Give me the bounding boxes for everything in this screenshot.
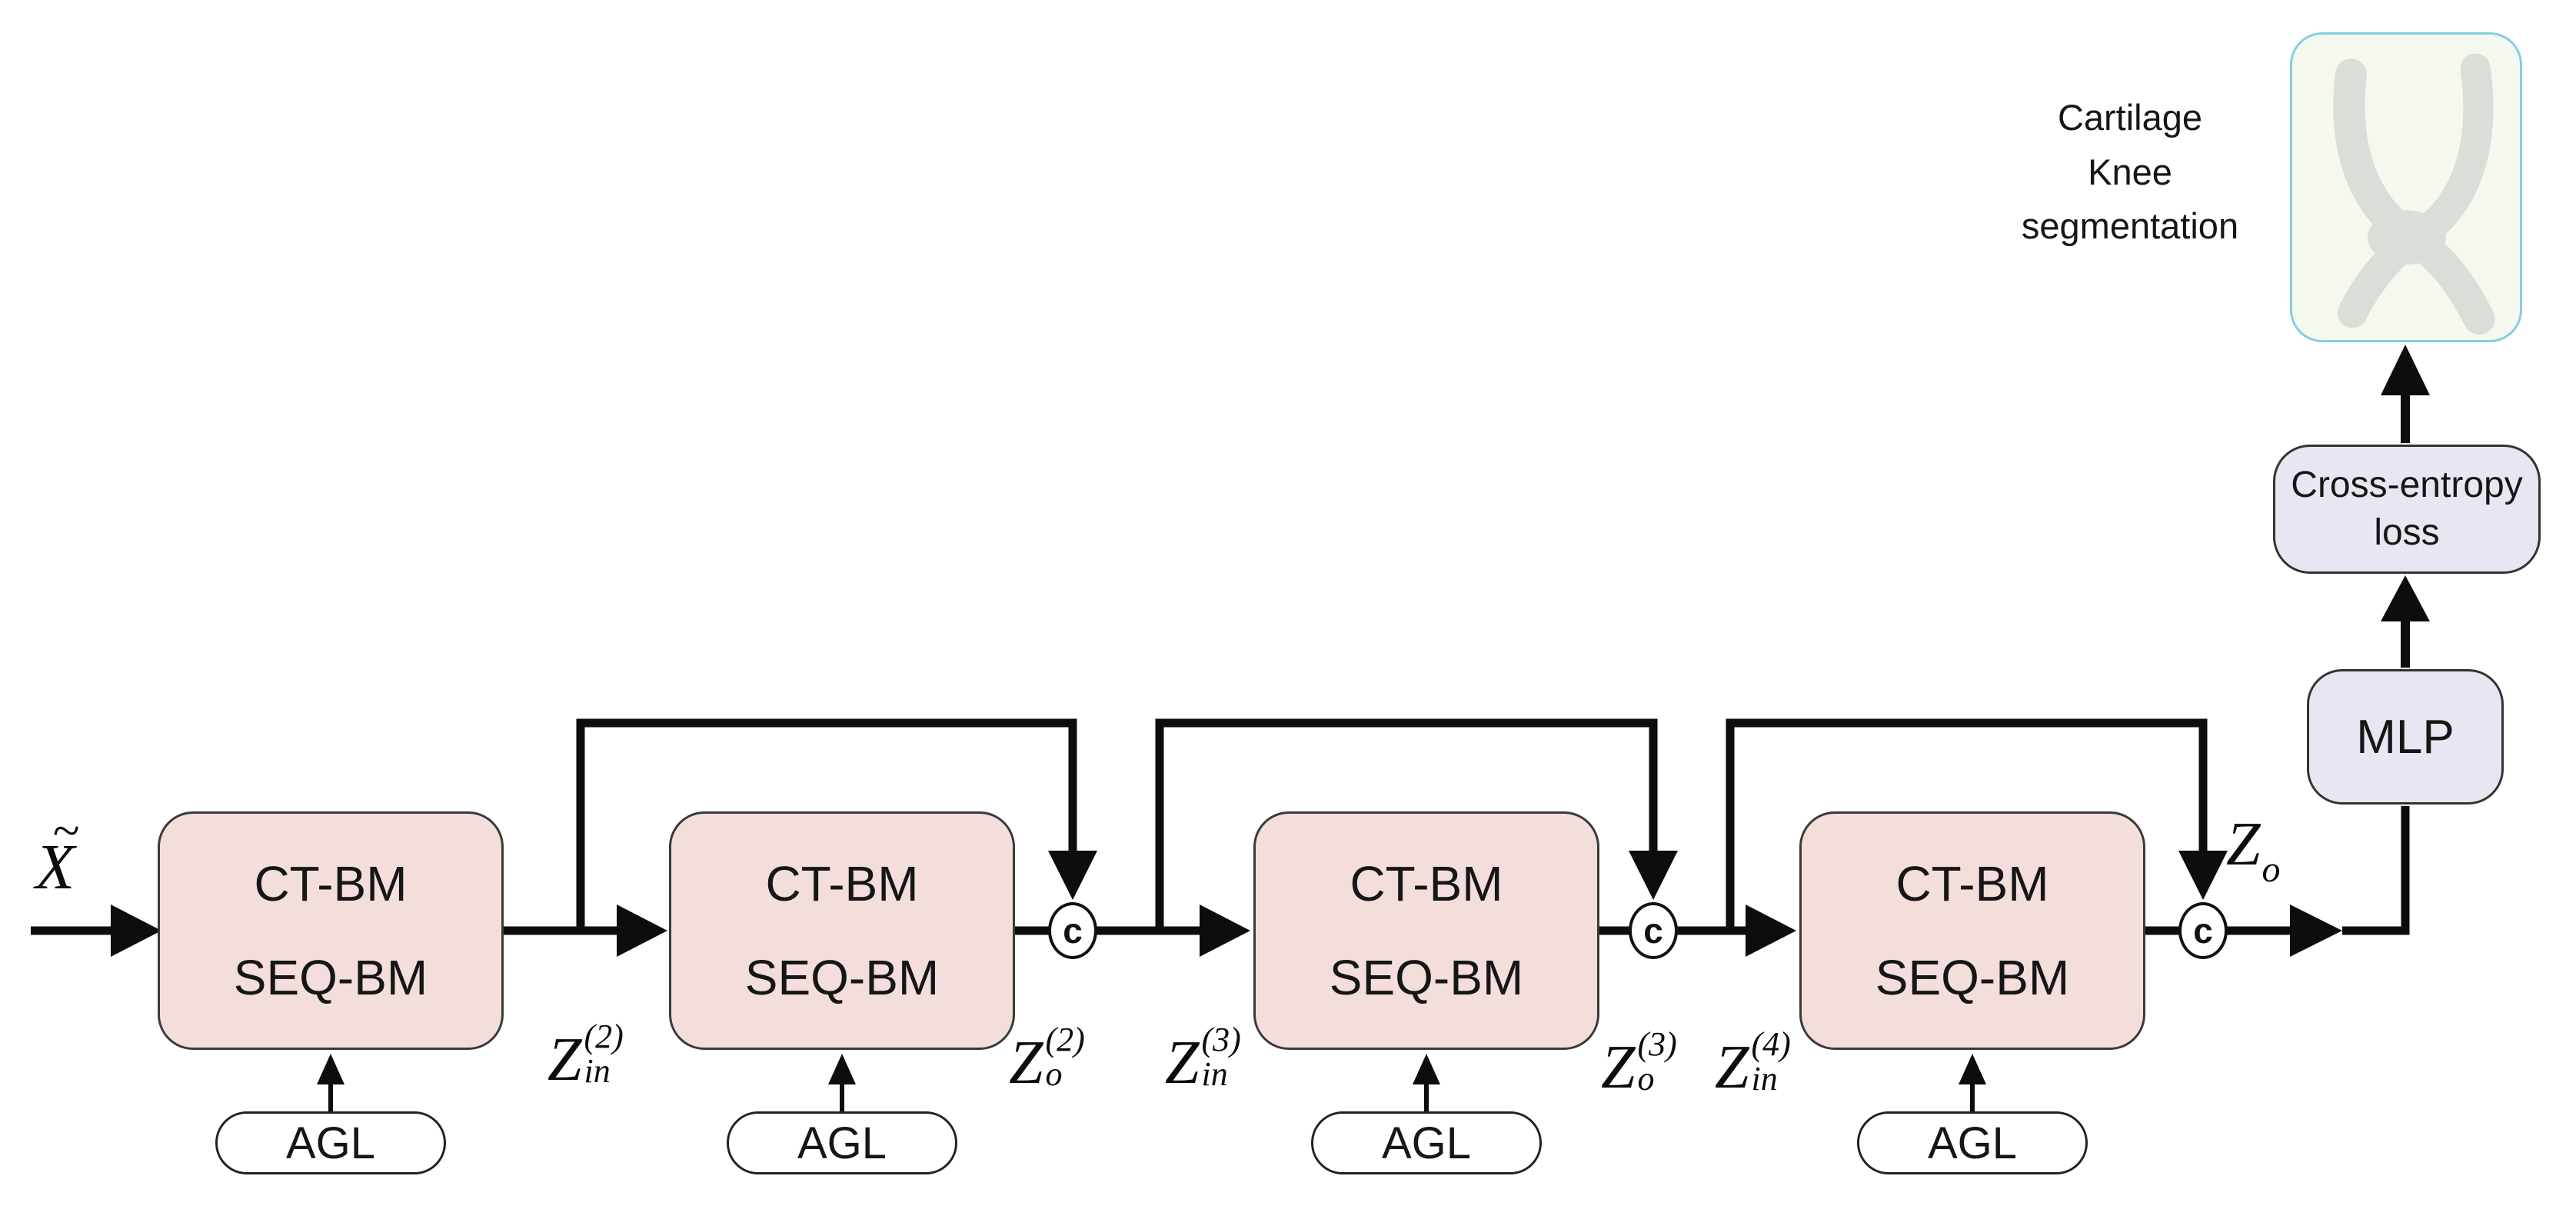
agl-label: AGL: [1381, 1118, 1472, 1168]
agl-module-4: AGL: [1857, 1111, 2088, 1174]
concat-node-2: c: [1629, 902, 1678, 959]
caption-line1: Cartilage: [2057, 97, 2203, 138]
math-base: Z: [1715, 1034, 1749, 1101]
label-z-in-4: Z(4)in: [1715, 1027, 1791, 1106]
segmentation-output-image: [2290, 32, 2522, 342]
skip-arrowhead-1: [1048, 851, 1097, 900]
skip-arrowhead-2: [1629, 851, 1678, 900]
output-line-b: [2342, 806, 2410, 935]
math-sub: o: [2261, 849, 2281, 890]
math-sub: o: [1637, 1059, 1655, 1098]
skip-arrowhead-3: [2178, 851, 2228, 900]
math-sup: (2): [584, 1018, 624, 1055]
math-sup: (3): [1637, 1025, 1677, 1063]
math-base: Z: [2226, 811, 2261, 878]
caption-line3: segmentation: [2021, 205, 2239, 246]
block-label-top: CT-BM: [254, 855, 408, 911]
block-label-top: CT-BM: [1895, 855, 2049, 911]
skip-connection-3: [1726, 718, 2208, 931]
flow-arrowhead-3: [1746, 904, 1796, 957]
ct-seq-block-1: CT-BM SEQ-BM: [158, 811, 504, 1050]
output-caption: Cartilage Knee segmentation: [1961, 91, 2299, 254]
concat-node-1: c: [1048, 902, 1097, 959]
loss-label-line2: loss: [2374, 512, 2440, 553]
concat-label: c: [1643, 911, 1663, 951]
label-z-o-2: Z(2)o: [1009, 1022, 1085, 1101]
flow-arrowhead-2: [1200, 904, 1250, 957]
label-z-o-3: Z(3)o: [1601, 1027, 1677, 1106]
agl-label: AGL: [285, 1118, 376, 1168]
agl-arrowhead-3: [1413, 1054, 1440, 1084]
label-z-o-final: Zo: [2226, 811, 2281, 890]
agl-module-3: AGL: [1311, 1111, 1542, 1174]
math-sub: in: [1751, 1059, 1778, 1098]
concat-label: c: [1063, 911, 1083, 951]
block-label-top: CT-BM: [765, 855, 919, 911]
math-sub: o: [1045, 1054, 1063, 1093]
math-base: Z: [1165, 1029, 1200, 1097]
mlp-to-loss-arrowhead: [2381, 575, 2430, 621]
mlp-module: MLP: [2307, 669, 2504, 805]
ct-seq-block-2: CT-BM SEQ-BM: [669, 811, 1015, 1050]
tilde-accent: ~: [52, 803, 79, 858]
loss-to-image-arrowhead: [2381, 345, 2430, 395]
knee-cartilage-shape: [2333, 53, 2495, 335]
cross-entropy-loss-module: Cross-entropy loss: [2273, 445, 2541, 574]
label-z-in-2: Z(2)in: [547, 1019, 624, 1098]
math-sub: in: [1201, 1054, 1228, 1093]
loss-label-line1: Cross-entropy: [2291, 464, 2523, 505]
math-base: X: [35, 831, 75, 903]
block-label-top: CT-BM: [1350, 855, 1503, 911]
math-base: Z: [1009, 1029, 1043, 1097]
concat-node-3: c: [2178, 902, 2228, 959]
flow-arrowhead-1: [617, 904, 667, 957]
output-arrowhead: [2290, 904, 2342, 957]
math-base: Z: [1601, 1034, 1636, 1101]
agl-arrowhead-2: [828, 1054, 856, 1084]
label-z-in-3: Z(3)in: [1165, 1022, 1241, 1101]
agl-label: AGL: [797, 1118, 887, 1168]
math-sup: (4): [1751, 1025, 1791, 1063]
caption-line2: Knee: [2088, 151, 2172, 192]
ct-seq-block-4: CT-BM SEQ-BM: [1799, 811, 2145, 1050]
input-arrowhead: [111, 904, 161, 957]
agl-module-1: AGL: [215, 1111, 446, 1174]
skip-connection-1: [576, 718, 1077, 931]
mlp-label: MLP: [2356, 710, 2455, 764]
concat-label: c: [2193, 911, 2213, 951]
skip-connection-2: [1155, 718, 1658, 931]
agl-arrowhead-4: [1959, 1054, 1986, 1084]
math-base: Z: [547, 1026, 582, 1094]
input-label-x: ~ X: [35, 806, 79, 903]
math-sup: (3): [1201, 1021, 1241, 1058]
agl-label: AGL: [1927, 1118, 2018, 1168]
math-sup: (2): [1045, 1021, 1085, 1058]
block-label-bottom: SEQ-BM: [1329, 950, 1524, 1006]
ct-seq-block-3: CT-BM SEQ-BM: [1253, 811, 1599, 1050]
math-sub: in: [584, 1051, 611, 1090]
block-label-bottom: SEQ-BM: [233, 950, 428, 1006]
block-label-bottom: SEQ-BM: [744, 950, 940, 1006]
cartilage-center-blob: [2368, 210, 2446, 265]
block-label-bottom: SEQ-BM: [1875, 950, 2070, 1006]
agl-module-2: AGL: [727, 1111, 957, 1174]
agl-arrowhead-1: [317, 1054, 344, 1084]
